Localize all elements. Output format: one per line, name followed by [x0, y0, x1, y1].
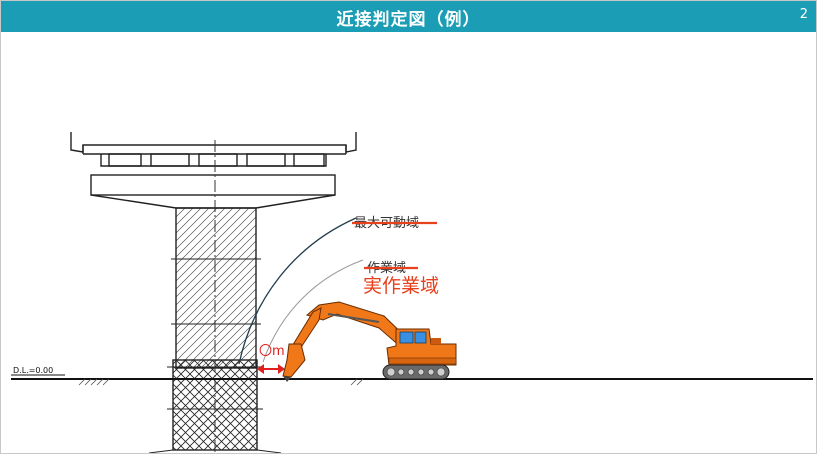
actual-work-area-label: 実作業域: [363, 275, 439, 297]
column-dimension-ticks: [171, 258, 261, 325]
slide-title: 近接判定図（例）: [336, 10, 481, 30]
header-bar: 近接判定図（例） 2: [1, 1, 816, 32]
pier-cap: [90, 174, 336, 209]
work-area-arc: [262, 259, 364, 363]
clearance-label: 〇m: [259, 344, 285, 359]
max-reach-arc: [238, 217, 357, 365]
page-number: 2: [799, 7, 808, 22]
ground-hatch-marks: [78, 378, 364, 386]
bridge-deck: [70, 132, 357, 167]
clearance-arrow: [257, 364, 285, 374]
excavator: [282, 301, 457, 382]
datum-level-label: D.L.=0.00: [13, 366, 53, 375]
pier-column: [175, 207, 257, 369]
proximity-diagram: D.L.=0.00 最大可動域 作業域 実作業域 〇m: [11, 132, 813, 453]
